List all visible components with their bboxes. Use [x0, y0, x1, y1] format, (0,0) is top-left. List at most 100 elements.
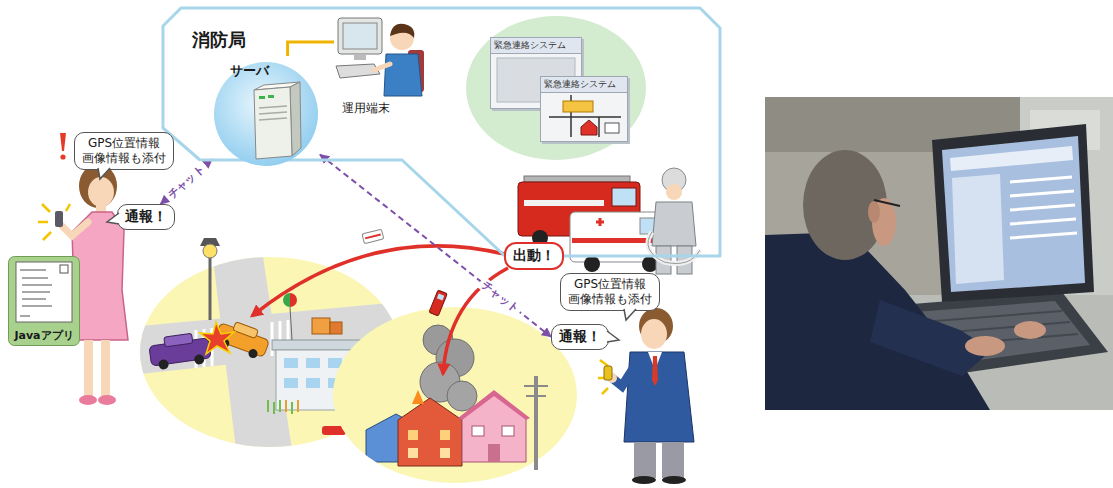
fire-station-vehicles: [612, 188, 636, 206]
fire-scene: [472, 426, 484, 436]
screen-cloud: [466, 16, 646, 160]
accident-scene: [330, 322, 342, 334]
man-figure: [662, 442, 684, 478]
accident-scene: [283, 293, 290, 307]
accident-scene: [200, 322, 234, 354]
operator-photo: [932, 124, 1094, 302]
accident-scene: [194, 354, 205, 365]
dispatch-arrows: [437, 294, 444, 301]
fire-scene: [412, 390, 424, 404]
woman-figure: [98, 395, 116, 405]
app-screen: Javaアプリ: [8, 256, 80, 346]
fire-scene: [408, 448, 418, 458]
server-node-shape: [254, 87, 292, 159]
node-text: Javaアプリ: [8, 328, 80, 343]
woman-figure: [79, 164, 117, 208]
node-text: 消防局: [192, 28, 723, 52]
operator-photo: [1014, 321, 1046, 339]
fire-scene: [440, 430, 450, 440]
operator-terminal-shape: [390, 24, 414, 38]
dispatch-bubble: 出動！: [504, 242, 564, 270]
accident-scene: [158, 359, 169, 370]
dispatch-arrows: [365, 234, 381, 240]
man-figure: [634, 442, 656, 478]
woman-figure: [60, 133, 66, 151]
man-figure: [598, 308, 694, 484]
woman-figure: [79, 395, 97, 405]
woman-figure: [60, 154, 65, 159]
app-screen-shape: [60, 265, 68, 273]
node-text: GPS位置情報 画像情報も添付: [82, 136, 166, 166]
operator-photo: [965, 336, 1005, 356]
man-figure: [662, 476, 686, 484]
server-node: サーバ: [212, 56, 320, 168]
bubble-tail: [624, 309, 636, 320]
screen-cloud: [466, 16, 646, 160]
node-text: 出動！: [513, 247, 555, 265]
bubble-tail: [107, 213, 119, 224]
fire-scene: [534, 376, 538, 470]
accident-scene: [284, 358, 298, 368]
fire-scene: [524, 386, 548, 396]
bubble-tail: [97, 168, 111, 180]
speech-bubble: 通報！: [117, 204, 175, 230]
bubble-tail: [107, 212, 119, 226]
node-text: 緊急連絡システム: [541, 77, 627, 93]
accident-scene: [306, 358, 320, 368]
dispatch-arrows: [429, 290, 447, 316]
accident-scene: [306, 378, 320, 388]
fire-station-vehicles: [648, 232, 700, 264]
fire-station-vehicles: [524, 200, 604, 206]
fire-station-vehicles: [596, 218, 604, 226]
man-figure: [632, 476, 656, 484]
woman-figure: [38, 204, 70, 240]
operator-terminal-shape: [338, 18, 382, 54]
dispatch-arrows: [252, 229, 508, 374]
system-window: 緊急連絡システム: [540, 76, 628, 142]
app-screen-shape: [9, 257, 80, 346]
accident-scene: [148, 331, 212, 371]
fire-scene: [333, 307, 577, 483]
operator-terminal-shape: [354, 54, 366, 60]
server-node-shape: [259, 96, 265, 99]
system-window-shape: [605, 123, 619, 133]
woman-figure: [88, 177, 114, 207]
accident-scene: [286, 400, 298, 412]
dispatch-arrows: [443, 268, 508, 374]
operator-photo: [868, 201, 880, 223]
bubble-tail: [98, 168, 110, 179]
server-node-shape: [268, 95, 274, 98]
fire-scene: [333, 307, 577, 483]
accident-scene: [290, 293, 297, 307]
fire-station-vehicles: [666, 184, 682, 200]
bubble-tail: [98, 168, 110, 179]
accident-scene: [233, 322, 259, 339]
dispatch-arrows: [429, 290, 447, 316]
speech-bubble: 通報！: [551, 324, 609, 350]
operator-photo: [765, 97, 1113, 410]
operator-photo: [942, 136, 1085, 292]
node-text: GPS位置情報 画像情報も添付: [568, 277, 652, 307]
fire-scene: [398, 398, 462, 466]
dispatch-arrows: [362, 229, 384, 244]
fire-department-area-shape: [163, 8, 720, 256]
accident-scene: [284, 378, 298, 388]
fire-scene: [488, 444, 500, 462]
bubble-tail: [107, 213, 119, 224]
fire-scene: [440, 448, 450, 458]
accident-scene: [247, 348, 259, 360]
bubble-tail: [624, 309, 636, 320]
accident-scene: [268, 400, 292, 414]
server-node-shape: [259, 106, 287, 120]
edge-label: チャット: [476, 276, 523, 317]
fire-station-vehicles: [652, 202, 696, 246]
fire-scene: [462, 394, 526, 462]
system-window-shape: [563, 101, 593, 112]
network-line: [288, 42, 334, 56]
fire-scene: [408, 430, 418, 440]
operator-terminal-shape: [343, 23, 377, 49]
dispatch-arrows: [362, 229, 384, 244]
node-text: 緊急連絡システム: [491, 38, 581, 54]
fire-scene: [447, 381, 477, 411]
